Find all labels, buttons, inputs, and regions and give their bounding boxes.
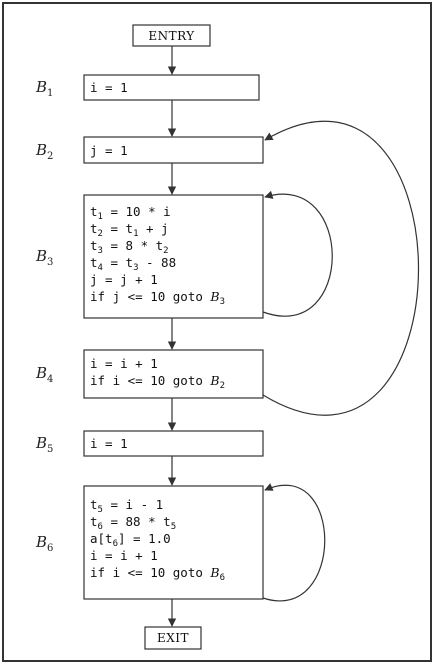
exit-node: EXIT <box>144 626 202 650</box>
loop-edge-b4-b2 <box>262 120 420 416</box>
code-line-b3-3: t3 = 8 * t2 <box>90 238 169 256</box>
code-line-b2-1: j = 1 <box>90 143 128 158</box>
code-line-b3-4: t4 = t3 - 88 <box>90 255 176 273</box>
block-b1 <box>83 74 260 101</box>
block-b5 <box>83 430 264 457</box>
exit-label: EXIT <box>157 631 189 645</box>
code-line-b3-2: t2 = t1 + j <box>90 221 169 239</box>
code-line-b6-3: a[t6] = 1.0 <box>90 531 171 549</box>
block-b3 <box>83 194 264 319</box>
code-line-b5-1: i = 1 <box>90 436 128 451</box>
code-line-b6-2: t6 = 88 * t5 <box>90 514 176 532</box>
code-line-b3-5: j = j + 1 <box>90 272 158 287</box>
block-label-b1: B1 <box>35 78 53 99</box>
code-line-b6-4: i = i + 1 <box>90 548 158 563</box>
block-label-b5: B5 <box>35 434 53 455</box>
loop-edge-b6-b6 <box>262 483 326 602</box>
entry-label: ENTRY <box>148 29 195 43</box>
code-line-b3-1: t1 = 10 * i <box>90 204 171 222</box>
block-b6 <box>83 485 264 600</box>
code-line-b4-1: i = i + 1 <box>90 356 158 371</box>
code-line-b3-6: if j <= 10 goto B3 <box>90 289 225 307</box>
block-label-b6: B6 <box>35 533 53 554</box>
code-line-b1-1: i = 1 <box>90 80 128 95</box>
block-b2 <box>83 136 264 164</box>
code-line-b4-2: if i <= 10 goto B2 <box>90 373 225 391</box>
code-line-b6-1: t5 = i - 1 <box>90 497 163 515</box>
block-label-b3: B3 <box>35 247 53 268</box>
block-label-b4: B4 <box>35 364 53 385</box>
code-line-b6-5: if i <= 10 goto B6 <box>90 565 225 583</box>
block-b4 <box>83 349 264 399</box>
entry-node: ENTRY <box>132 24 211 47</box>
block-label-b2: B2 <box>35 141 53 162</box>
loop-edge-b3-b3 <box>262 190 333 317</box>
